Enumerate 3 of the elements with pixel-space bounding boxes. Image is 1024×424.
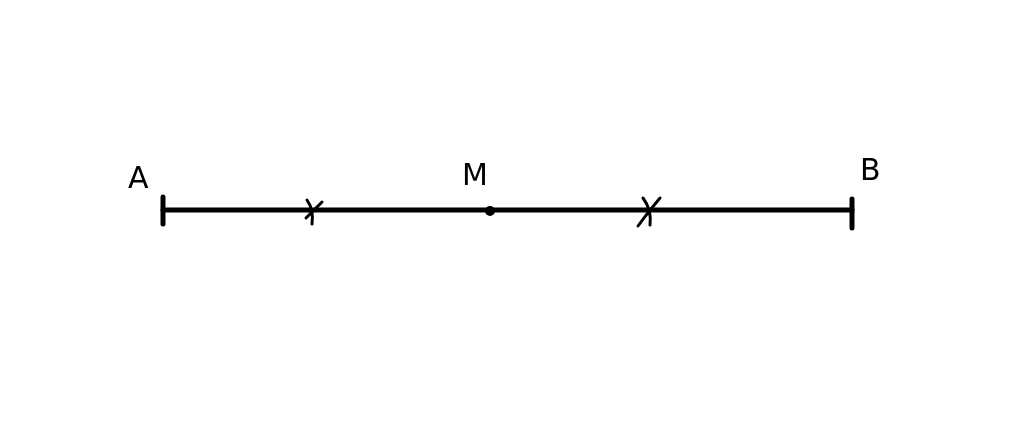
point-label: B	[860, 155, 881, 185]
point-label: A	[128, 163, 149, 193]
point-label: M	[462, 160, 488, 190]
